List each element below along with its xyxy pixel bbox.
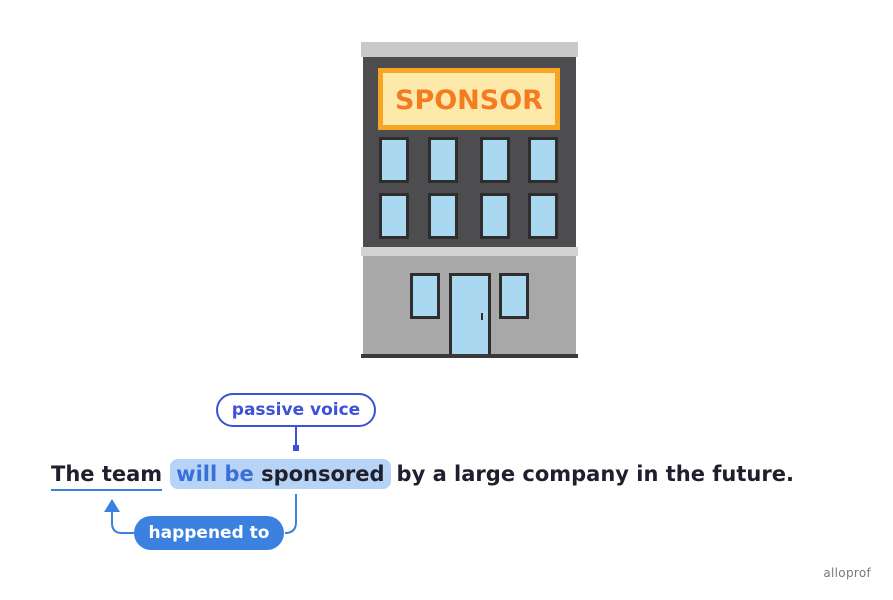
sentence-participle: sponsored [261, 462, 385, 486]
up-arrow-icon [104, 499, 120, 512]
example-sentence: The team will be sponsored by a large co… [51, 456, 794, 492]
ground-windows [410, 273, 529, 319]
passive-connector-end [293, 445, 299, 451]
sponsor-sign: SPONSOR [378, 68, 560, 130]
happened-connector-line [284, 494, 297, 534]
sponsor-sign-text: SPONSOR [395, 85, 543, 116]
happened-connector-left [111, 510, 134, 534]
alloprof-logo: alloprof [823, 566, 871, 580]
building-illustration: SPONSOR [361, 42, 578, 358]
sentence-rest: by a large company in the future. [396, 462, 794, 486]
building-roof [361, 42, 578, 57]
passive-voice-label-text: passive voice [231, 400, 361, 420]
passive-voice-label: passive voice [216, 393, 376, 427]
sentence-subject: The team [51, 462, 163, 491]
happened-to-label: happened to [134, 516, 284, 550]
passive-verb-highlight: will be sponsored [170, 459, 391, 489]
building-base [361, 354, 578, 358]
sentence-auxiliary: will be [176, 462, 254, 486]
building-door [449, 273, 491, 354]
building-ledge [361, 247, 578, 256]
upper-windows [379, 137, 558, 239]
happened-to-label-text: happened to [148, 523, 270, 543]
